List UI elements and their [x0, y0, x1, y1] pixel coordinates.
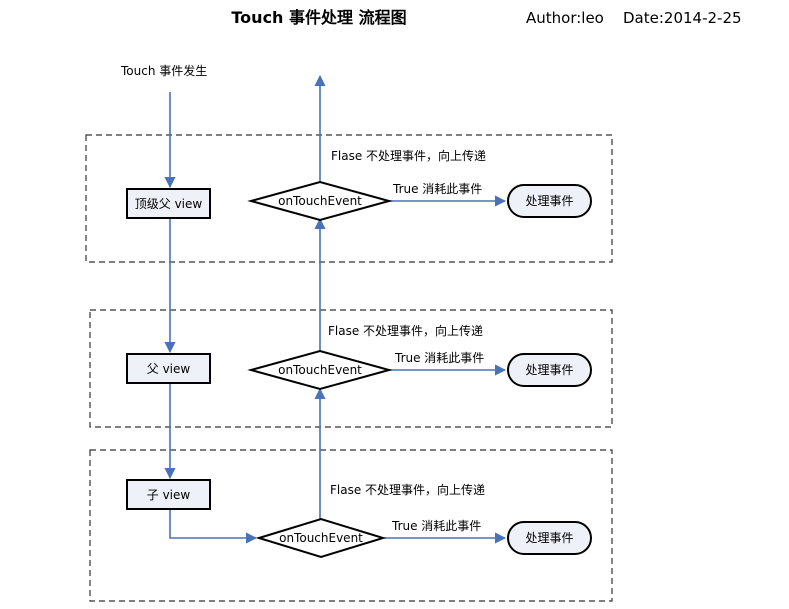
level-frame-child [89, 449, 613, 602]
child-view-label: 子 view [147, 488, 191, 502]
top-decision-node [247, 180, 393, 222]
child-false-label: Flase 不处理事件，向上传递 [330, 482, 485, 497]
child-view-node [126, 479, 211, 510]
parent-decision-node [247, 349, 393, 391]
child-handler-node [507, 521, 592, 555]
top-handler-node [507, 184, 592, 218]
top-handler-label: 处理事件 [525, 194, 573, 208]
parent-false-label: Flase 不处理事件，向上传递 [328, 323, 483, 338]
child-true-label: True 消耗此事件 [391, 519, 481, 533]
child-decision-label: onTouchEvent [279, 531, 363, 545]
child-handler-label: 处理事件 [525, 531, 573, 545]
parent-handler-label: 处理事件 [525, 363, 573, 377]
top-view-label: 顶级父 view [135, 197, 203, 211]
parent-decision-label: onTouchEvent [278, 363, 362, 377]
level-frame-top [85, 134, 613, 263]
parent-view-node [126, 353, 211, 384]
arrow-child-view-to-decision [169, 510, 258, 544]
top-decision-label: onTouchEvent [278, 194, 362, 208]
child-decision-node [255, 517, 387, 559]
date-text: Date:2014-2-25 [623, 9, 742, 27]
start-label: Touch 事件发生 [120, 63, 207, 78]
top-view-node [126, 188, 211, 219]
parent-view-label: 父 view [147, 362, 191, 376]
parent-handler-node [507, 353, 592, 387]
top-false-label: Flase 不处理事件，向上传递 [331, 148, 486, 163]
parent-true-label: True 消耗此事件 [394, 351, 484, 365]
author-text: Author:leo [526, 9, 604, 27]
top-true-label: True 消耗此事件 [392, 182, 482, 196]
level-frame-parent [89, 309, 613, 428]
diagram-title: Touch 事件处理 流程图 [231, 8, 406, 27]
